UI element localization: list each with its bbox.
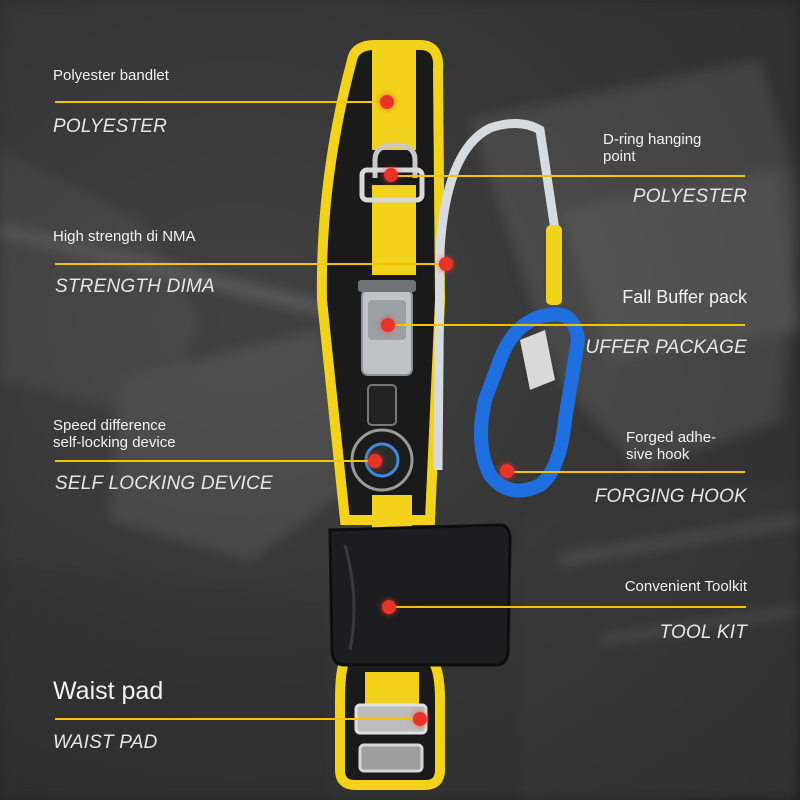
callout-d-ring-label: D-ring hanging point — [603, 131, 702, 165]
callout-fall-buffer-label: Fall Buffer pack — [622, 287, 747, 307]
callout-high-strength-label: High strength di NMA — [53, 228, 196, 245]
callout-speed-difference-label: Speed difference self-locking device — [53, 417, 176, 451]
self-locking-device — [350, 384, 414, 492]
lanyard-strap — [433, 119, 562, 471]
callout-forged-hook-label: Forged adhe- sive hook — [626, 429, 717, 463]
callout-polyester-bandlet-sub: POLYESTER — [53, 116, 168, 137]
callout-forged-hook-sub: FORGING HOOK — [594, 486, 747, 507]
callout-d-ring-marker — [384, 168, 398, 182]
callout-fall-buffer-line — [387, 324, 745, 326]
callout-speed-difference-sub: SELF LOCKING DEVICE — [55, 473, 273, 494]
callout-d-ring-line — [393, 175, 745, 177]
callout-high-strength-sub: STRENGTH DIMA — [55, 276, 215, 297]
callout-toolkit-label: Convenient Toolkit — [624, 578, 747, 595]
tool-kit-bag — [328, 523, 512, 667]
callout-waist-pad-label: Waist pad — [53, 677, 164, 705]
callout-toolkit-sub: TOOL KIT — [659, 622, 747, 643]
buffer-package — [358, 280, 416, 376]
callout-d-ring-sub: POLYESTER — [632, 186, 747, 207]
callout-speed-difference-marker — [368, 454, 382, 468]
callout-fall-buffer-sub: UFFER PACKAGE — [585, 337, 747, 358]
yellow-strap — [365, 50, 419, 712]
callout-forged-hook-marker — [500, 464, 514, 478]
callout-polyester-bandlet-label: Polyester bandlet — [53, 67, 169, 84]
callout-waist-pad-sub: WAIST PAD — [53, 732, 158, 753]
callout-polyester-bandlet-line — [55, 101, 385, 103]
callout-polyester-bandlet-marker — [380, 95, 394, 109]
callout-fall-buffer-marker — [381, 318, 395, 332]
callout-high-strength-line — [55, 263, 445, 265]
callout-toolkit-marker — [382, 600, 396, 614]
callout-toolkit-line — [390, 606, 746, 608]
callout-high-strength-marker — [439, 257, 453, 271]
callout-waist-pad-marker — [413, 712, 427, 726]
callout-forged-hook-line — [505, 471, 745, 473]
callout-speed-difference-line — [55, 460, 373, 462]
callout-waist-pad-line — [55, 718, 420, 720]
forged-hook — [474, 307, 586, 498]
